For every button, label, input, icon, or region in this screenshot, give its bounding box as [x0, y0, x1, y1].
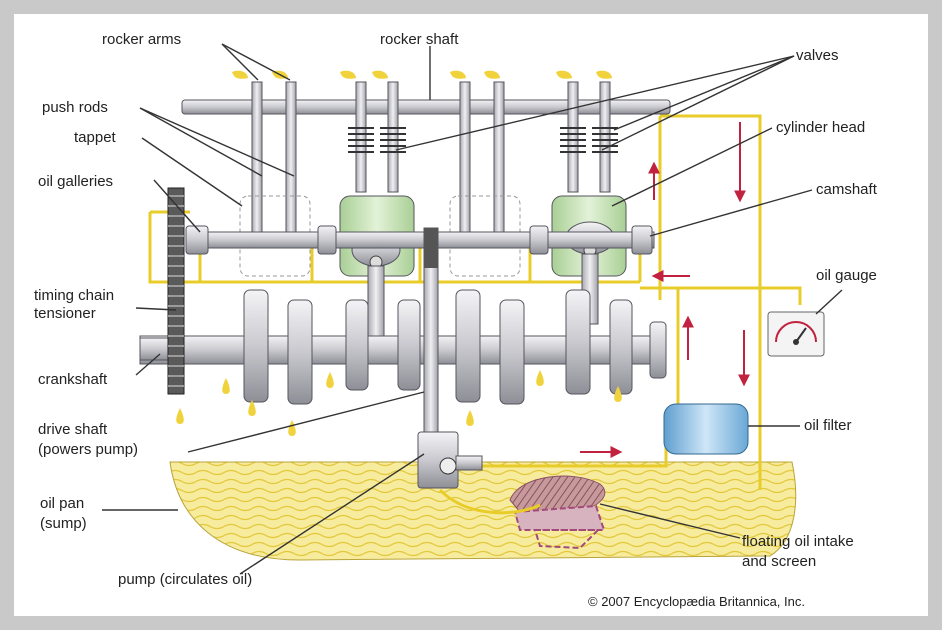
label-oil-gauge: oil gauge	[816, 267, 877, 284]
label-powers-pump: (powers pump)	[38, 441, 138, 458]
crankshaft	[140, 290, 666, 404]
label-sump: (sump)	[40, 515, 87, 532]
label-cylinder-head: cylinder head	[776, 119, 865, 136]
label-screen: and screen	[742, 553, 816, 570]
engine-lubrication-diagram: rocker arms rocker shaft valves push rod…	[14, 14, 928, 616]
label-camshaft: camshaft	[816, 181, 878, 198]
drive-shaft	[424, 228, 438, 444]
oil-filter	[664, 404, 748, 454]
copyright-notice: © 2007 Encyclopædia Britannica, Inc.	[588, 594, 805, 609]
label-oil-galleries: oil galleries	[38, 173, 113, 190]
label-push-rods: push rods	[42, 99, 108, 116]
oil-gauge	[768, 312, 824, 356]
label-floating-intake: floating oil intake	[742, 533, 854, 550]
label-rocker-arms: rocker arms	[102, 31, 181, 48]
label-crankshaft: crankshaft	[38, 371, 108, 388]
label-oil-filter: oil filter	[804, 417, 852, 434]
label-rocker-shaft: rocker shaft	[380, 31, 459, 48]
label-tensioner: tensioner	[34, 305, 96, 322]
label-drive-shaft: drive shaft	[38, 421, 108, 438]
label-tappet: tappet	[74, 129, 117, 146]
label-timing-chain: timing chain	[34, 287, 114, 304]
timing-chain-sprocket	[168, 188, 184, 394]
diagram-panel: rocker arms rocker shaft valves push rod…	[14, 14, 928, 616]
label-oil-pan: oil pan	[40, 495, 84, 512]
label-pump: pump (circulates oil)	[118, 571, 252, 588]
label-valves: valves	[796, 47, 839, 64]
